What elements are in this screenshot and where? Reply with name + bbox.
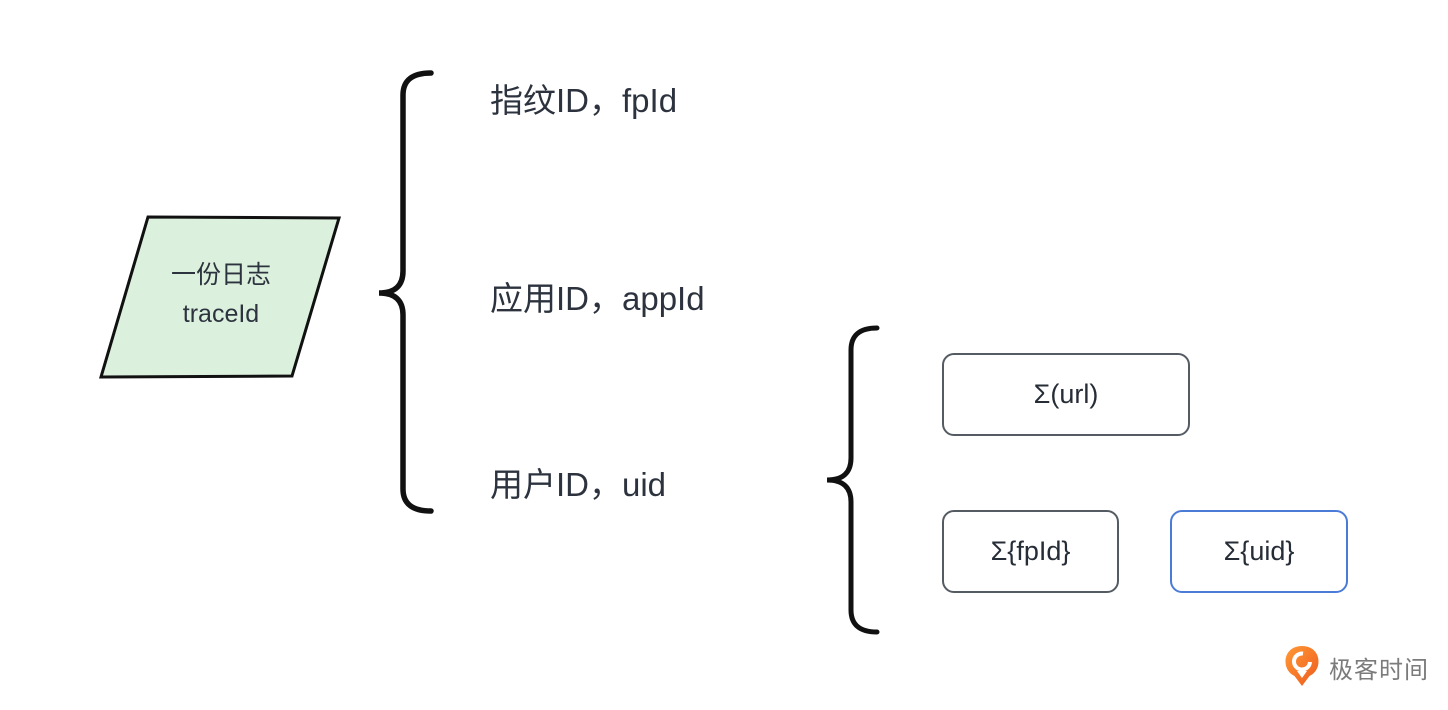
source-node-line2: traceId bbox=[182, 300, 260, 328]
source-parallelogram bbox=[98, 215, 342, 379]
geektime-watermark: 极客时间 bbox=[1282, 645, 1429, 689]
leaf-box-sigma-url: Σ(url) bbox=[942, 353, 1190, 436]
branch-label-appid: 应用ID，appId bbox=[490, 280, 705, 317]
main-brace bbox=[378, 70, 434, 514]
source-node-label: 一份日志 traceId bbox=[115, 256, 327, 334]
geektime-logo-icon bbox=[1285, 646, 1319, 686]
leaf-box-sigma-fpid-label: Σ{fpId} bbox=[990, 536, 1071, 566]
uid-brace bbox=[826, 325, 880, 635]
leaf-box-sigma-fpid: Σ{fpId} bbox=[942, 510, 1119, 593]
leaf-box-sigma-url-label: Σ(url) bbox=[1033, 379, 1099, 409]
leaf-box-sigma-uid: Σ{uid} bbox=[1170, 510, 1348, 593]
branch-label-uid: 用户ID，uid bbox=[490, 466, 667, 503]
leaf-box-sigma-uid-label: Σ{uid} bbox=[1223, 536, 1295, 566]
source-node-line1: 一份日志 bbox=[170, 261, 271, 289]
geektime-watermark-text: 极客时间 bbox=[1329, 656, 1429, 684]
branch-label-fpid: 指纹ID，fpId bbox=[490, 82, 678, 119]
